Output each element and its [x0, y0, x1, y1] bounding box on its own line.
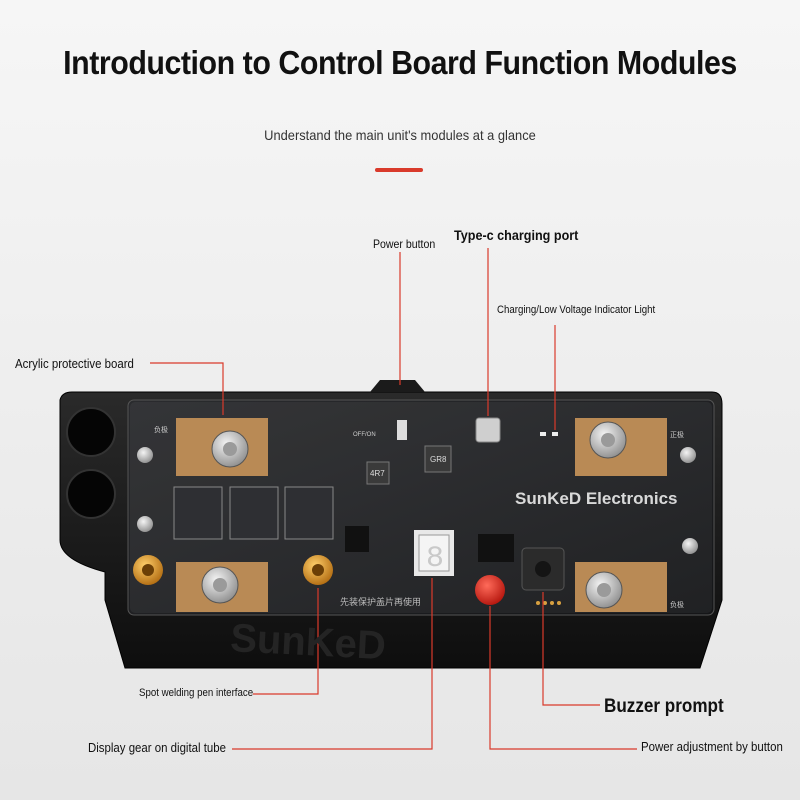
connector-hole-bottom — [66, 469, 116, 519]
page-title: Introduction to Control Board Function M… — [63, 44, 737, 81]
inductor2-label: GR8 — [430, 455, 447, 464]
indicator-led-2 — [552, 432, 558, 436]
digit-display-value: 8 — [426, 542, 444, 576]
screw-3 — [680, 447, 696, 463]
screw-2 — [137, 516, 153, 532]
inductor-1 — [366, 461, 390, 485]
screw-4 — [682, 538, 698, 554]
power-switch — [397, 420, 407, 440]
case-embossed-text: SunKeD — [229, 616, 387, 668]
screw-1 — [137, 447, 153, 463]
leader-acrylic — [150, 362, 224, 415]
callout-leader-lines — [150, 248, 637, 750]
callout-spot-welding: Spot welding pen interface — [139, 687, 254, 699]
mosfet-2 — [229, 486, 279, 540]
brand-text: SunKeD Electronics — [515, 489, 678, 508]
accent-divider — [375, 168, 423, 172]
control-board — [127, 399, 715, 616]
chip-2 — [478, 534, 514, 562]
callout-power-adjust: Power adjustment by button — [641, 739, 783, 754]
page-subtitle: Understand the main unit's modules at a … — [264, 127, 536, 143]
leader-spot-welding — [253, 588, 319, 695]
adjust-button[interactable] — [475, 575, 505, 605]
callout-indicator-light: Charging/Low Voltage Indicator Light — [497, 304, 656, 316]
switch-label: OFF/ON — [353, 432, 376, 438]
chip-1 — [345, 526, 369, 552]
warning-text: 先装保护盖片再使用 — [340, 596, 421, 607]
typec-port — [475, 417, 501, 443]
inductor-label: 4R7 — [370, 469, 385, 478]
callout-power-button: Power button — [373, 237, 436, 251]
callout-typec-port: Type-c charging port — [454, 227, 579, 243]
leader-display — [232, 578, 433, 750]
mosfet-3 — [284, 486, 334, 540]
callout-display-gear: Display gear on digital tube — [88, 740, 227, 755]
mosfet-1 — [173, 486, 223, 540]
leader-power-adjust — [489, 606, 637, 750]
pad-label-right-bottom: 负极 — [670, 600, 684, 609]
callout-buzzer: Buzzer prompt — [604, 696, 724, 717]
power-button-cap — [370, 380, 425, 392]
leader-buzzer — [542, 592, 600, 706]
pad-label-right-top: 正极 — [670, 430, 684, 439]
inductor-2 — [424, 445, 452, 473]
indicator-led-1 — [540, 432, 546, 436]
connector-hole-top — [66, 407, 116, 457]
callout-acrylic-board: Acrylic protective board — [15, 356, 134, 371]
pad-label-left-top: 负极 — [154, 425, 168, 434]
acrylic-cover — [130, 402, 712, 613]
